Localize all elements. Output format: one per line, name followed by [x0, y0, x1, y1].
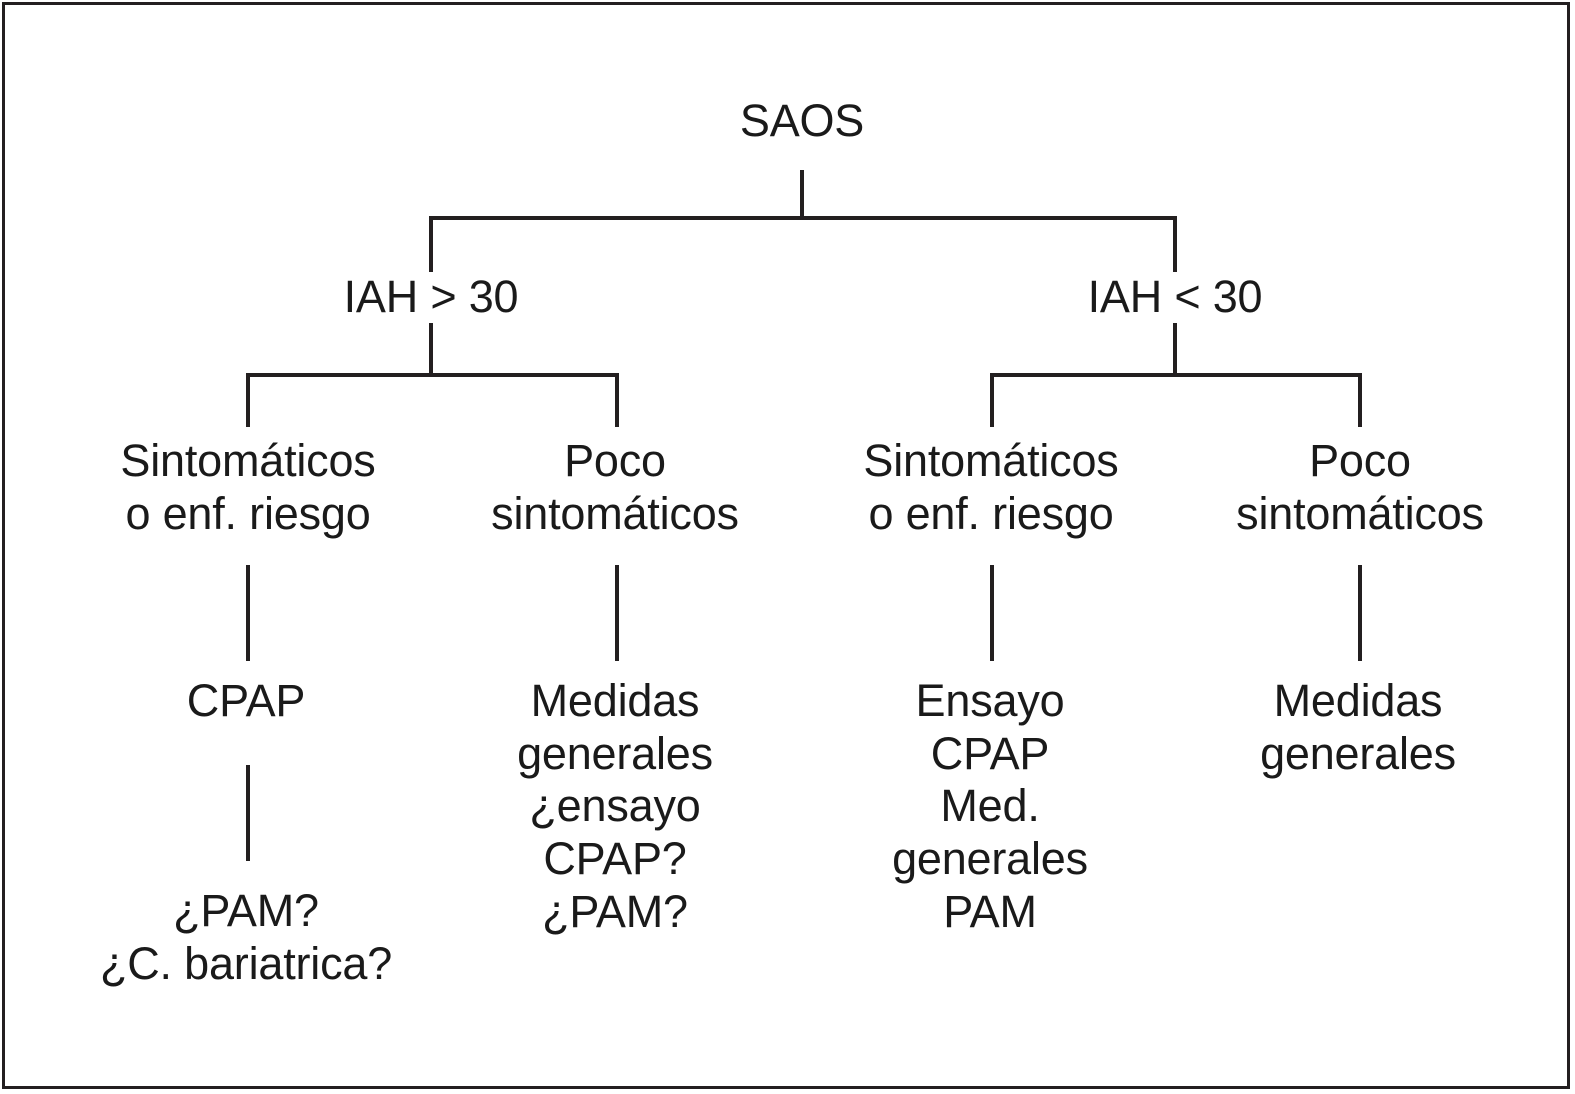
edge-root-stem	[800, 170, 804, 220]
edge-drop-sint-right	[990, 373, 994, 427]
edge-drop-poco-right	[1358, 373, 1362, 427]
edge-drop-sint-left	[246, 373, 250, 427]
edge-stem-cpap-to-pam	[246, 765, 250, 861]
node-poco-sintomaticos-right: Poco sintomáticos	[1236, 435, 1484, 539]
node-medidas-generales-ensayo: Medidas generales ¿ensayo CPAP? ¿PAM?	[517, 675, 713, 937]
edge-stem-to-ensayo	[990, 565, 994, 661]
edge-stem-to-cpap	[246, 565, 250, 661]
edge-stem-iah-gt30	[429, 323, 433, 375]
edge-stem-iah-lt30	[1173, 323, 1177, 375]
edge-drop-poco-left	[615, 373, 619, 427]
edge-stem-to-medidas-right	[1358, 565, 1362, 661]
edge-root-split-bar	[429, 216, 1177, 220]
edge-stem-to-medidas-left	[615, 565, 619, 661]
edge-split-bar-left	[246, 373, 619, 377]
edge-split-bar-right	[990, 373, 1362, 377]
node-poco-sintomaticos-left: Poco sintomáticos	[491, 435, 739, 539]
node-iah-greater-30: IAH > 30	[343, 271, 519, 322]
edge-drop-iah-gt30	[429, 216, 433, 272]
node-cpap: CPAP	[186, 675, 306, 726]
node-iah-less-30: IAH < 30	[1087, 271, 1263, 322]
node-medidas-generales: Medidas generales	[1260, 675, 1456, 779]
node-root-saos: SAOS	[739, 95, 865, 146]
edge-drop-iah-lt30	[1173, 216, 1177, 272]
node-sintomaticos-right: Sintomáticos o enf. riesgo	[863, 435, 1119, 539]
node-pam-cirugia-bariatrica: ¿PAM? ¿C. bariatrica?	[99, 885, 393, 989]
node-ensayo-cpap-med-generales-pam: Ensayo CPAP Med. generales PAM	[892, 675, 1088, 937]
node-sintomaticos-left: Sintomáticos o enf. riesgo	[120, 435, 376, 539]
